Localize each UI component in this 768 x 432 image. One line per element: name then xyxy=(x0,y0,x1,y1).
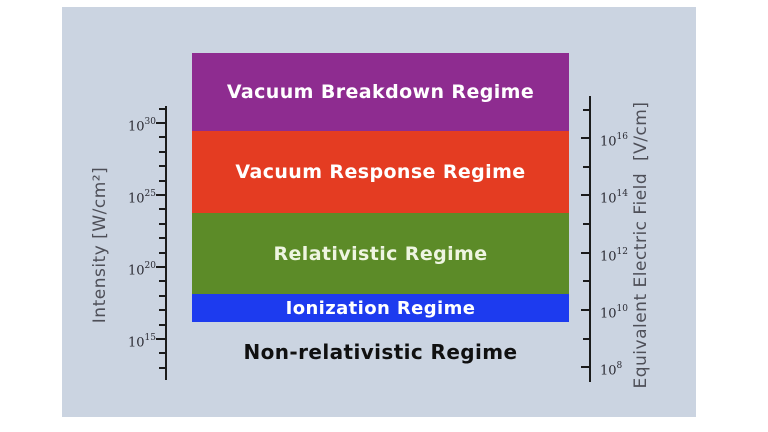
right-axis-tick-label: 108 xyxy=(600,361,623,379)
left-axis-tick-label: 1015 xyxy=(128,333,156,351)
regime-band-vacuum-breakdown: Vacuum Breakdown Regime xyxy=(192,53,569,131)
left-axis-tick xyxy=(159,222,166,225)
left-axis-tick xyxy=(159,280,166,283)
right-axis-tick-label: 1012 xyxy=(600,246,628,265)
right-axis-title: Equivalent Electric Field [V/cm] xyxy=(631,101,651,389)
regime-band-label: Vacuum Breakdown Regime xyxy=(226,81,535,103)
left-axis-tick xyxy=(159,366,166,369)
regime-band-label: Relativistic Regime xyxy=(273,242,488,265)
left-axis-tick-label: 1020 xyxy=(128,261,156,279)
left-axis-tick xyxy=(159,294,166,297)
right-axis-tick xyxy=(581,309,591,312)
left-axis-tick xyxy=(159,136,166,139)
right-axis-line xyxy=(589,96,591,382)
left-axis-tick xyxy=(156,266,166,268)
right-axis-tick xyxy=(581,251,591,254)
left-axis-tick xyxy=(159,208,166,211)
regime-band-ionization: Ionization Regime xyxy=(192,294,569,322)
left-axis-tick xyxy=(159,165,166,168)
right-axis-tick xyxy=(583,223,591,226)
non-relativistic-label: Non-relativistic Regime xyxy=(243,340,518,364)
right-axis-tick-label: 1016 xyxy=(600,132,628,150)
regime-band-vacuum-response: Vacuum Response Regime xyxy=(192,131,569,213)
right-axis-tick xyxy=(581,366,591,369)
right-axis-tick-label: 1014 xyxy=(600,189,628,207)
right-axis-tick xyxy=(583,280,591,283)
regime-band-label: Vacuum Response Regime xyxy=(235,161,526,183)
right-axis-tick-label: 1010 xyxy=(600,304,628,322)
right-axis-tick xyxy=(581,137,591,140)
right-axis-tick xyxy=(581,194,591,197)
left-axis-tick xyxy=(159,179,166,182)
left-axis-line xyxy=(165,106,167,380)
left-axis-tick xyxy=(159,150,166,153)
left-axis-tick xyxy=(156,338,166,340)
left-axis-tick xyxy=(156,194,166,196)
left-axis-tick xyxy=(159,251,166,254)
left-axis-tick xyxy=(159,107,166,110)
regime-band-label: Ionization Regime xyxy=(285,297,476,319)
right-axis-tick xyxy=(583,337,591,340)
left-axis-tick xyxy=(159,323,166,326)
regime-band-relativistic: Relativistic Regime xyxy=(192,213,569,294)
right-axis-tick xyxy=(583,165,591,168)
left-axis-tick xyxy=(159,309,166,312)
left-axis-tick xyxy=(159,237,166,240)
left-axis-title: Intensity [W/cm²] xyxy=(90,166,110,324)
left-axis-tick-label: 1025 xyxy=(128,189,156,207)
right-axis-tick xyxy=(583,108,591,111)
left-axis-tick xyxy=(156,122,166,124)
left-axis-tick xyxy=(159,352,166,355)
left-axis-tick-label: 1030 xyxy=(128,117,156,135)
